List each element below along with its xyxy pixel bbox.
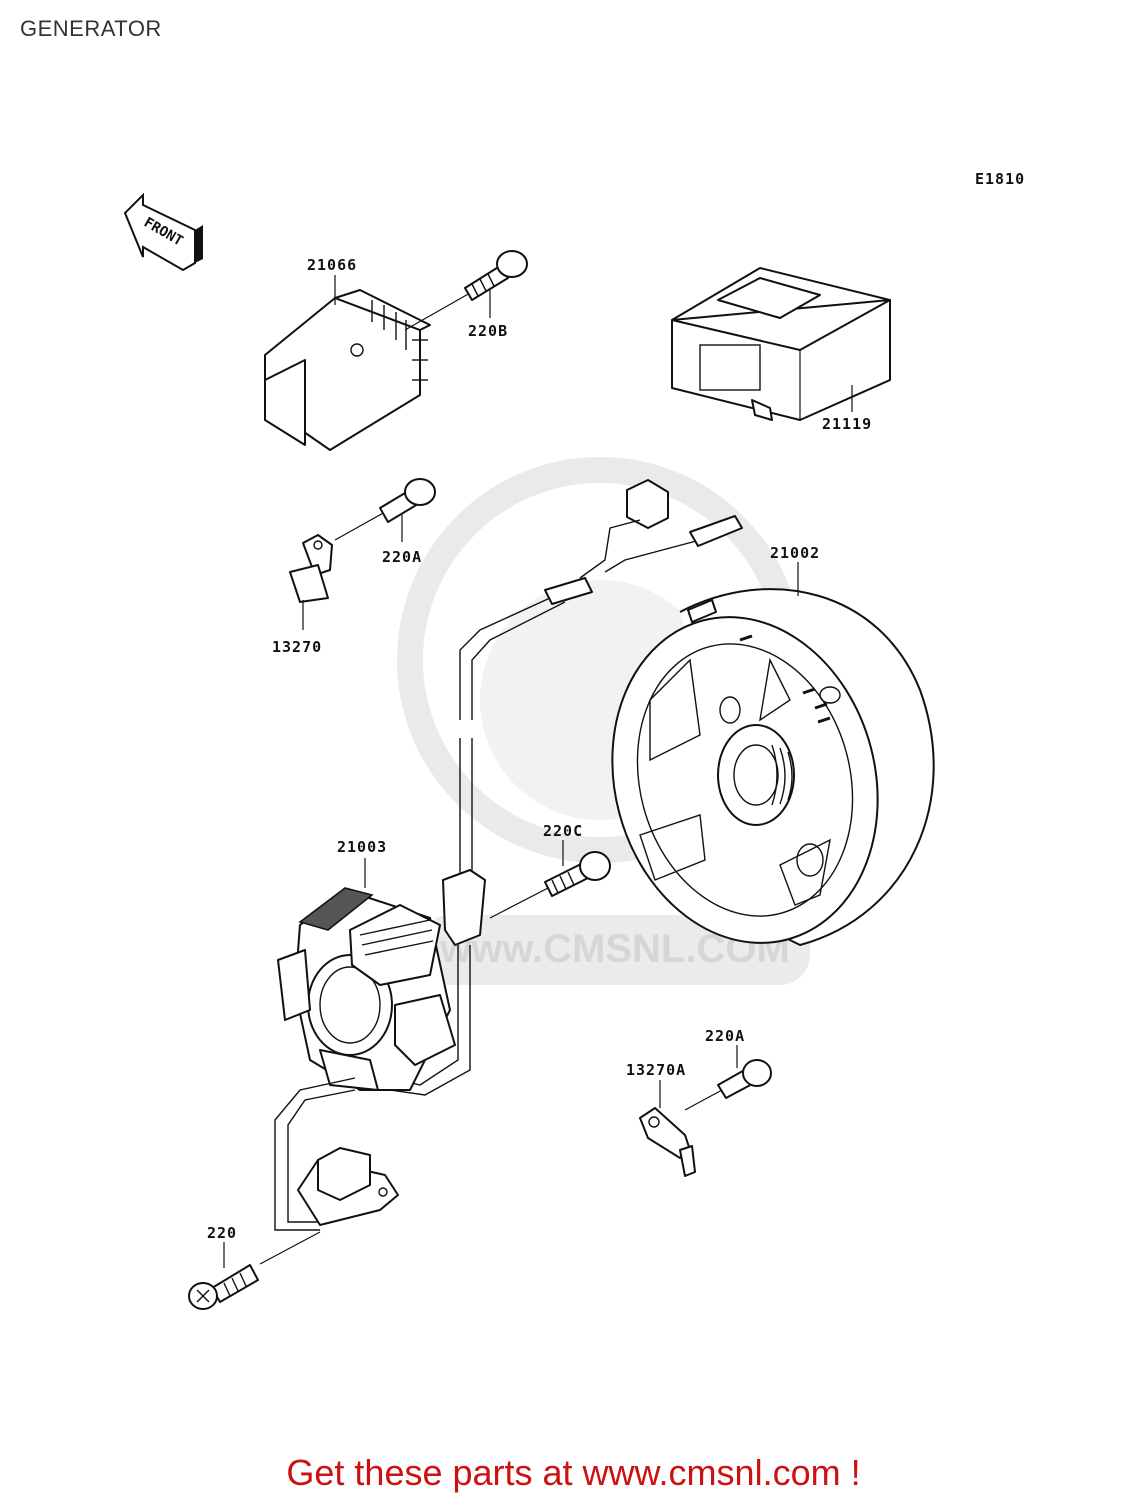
wiring-harness <box>354 479 743 1096</box>
part-bolt-220B[interactable] <box>404 250 528 331</box>
callout-21119: 21119 <box>822 415 872 433</box>
part-clamp-13270[interactable] <box>289 534 333 630</box>
part-clamp-13270A[interactable] <box>639 1080 696 1177</box>
part-pickup-coil <box>274 1077 399 1231</box>
callout-13270: 13270 <box>272 638 322 656</box>
callout-220A-upper: 220A <box>382 548 422 566</box>
callout-220: 220 <box>207 1224 237 1242</box>
part-bolt-220A-lower[interactable] <box>684 1045 772 1111</box>
exploded-parts-diagram: www.CMSNL.COM E1810 FRONT 21066 220B <box>123 170 1025 1310</box>
footer-parts-link[interactable]: Get these parts at www.cmsnl.com ! <box>286 1452 861 1493</box>
part-cdi-unit-21119[interactable] <box>671 267 891 421</box>
page-title: GENERATOR <box>20 16 162 41</box>
callout-21002: 21002 <box>770 544 820 562</box>
part-bolt-220C[interactable] <box>489 840 611 919</box>
callout-220C: 220C <box>543 822 583 840</box>
callout-220A-lower: 220A <box>705 1027 745 1045</box>
callout-21066: 21066 <box>307 256 357 274</box>
part-bolt-220A-upper[interactable] <box>334 478 436 542</box>
callout-21003: 21003 <box>337 838 387 856</box>
front-arrow-icon: FRONT <box>123 192 203 272</box>
part-regulator-21066[interactable] <box>264 275 431 451</box>
part-stator-21003[interactable] <box>277 858 456 1091</box>
diagram-code: E1810 <box>975 170 1025 188</box>
part-flywheel-21002[interactable] <box>577 562 935 973</box>
callout-220B: 220B <box>468 322 508 340</box>
callout-13270A: 13270A <box>626 1061 686 1079</box>
part-screw-220[interactable] <box>188 1231 321 1310</box>
